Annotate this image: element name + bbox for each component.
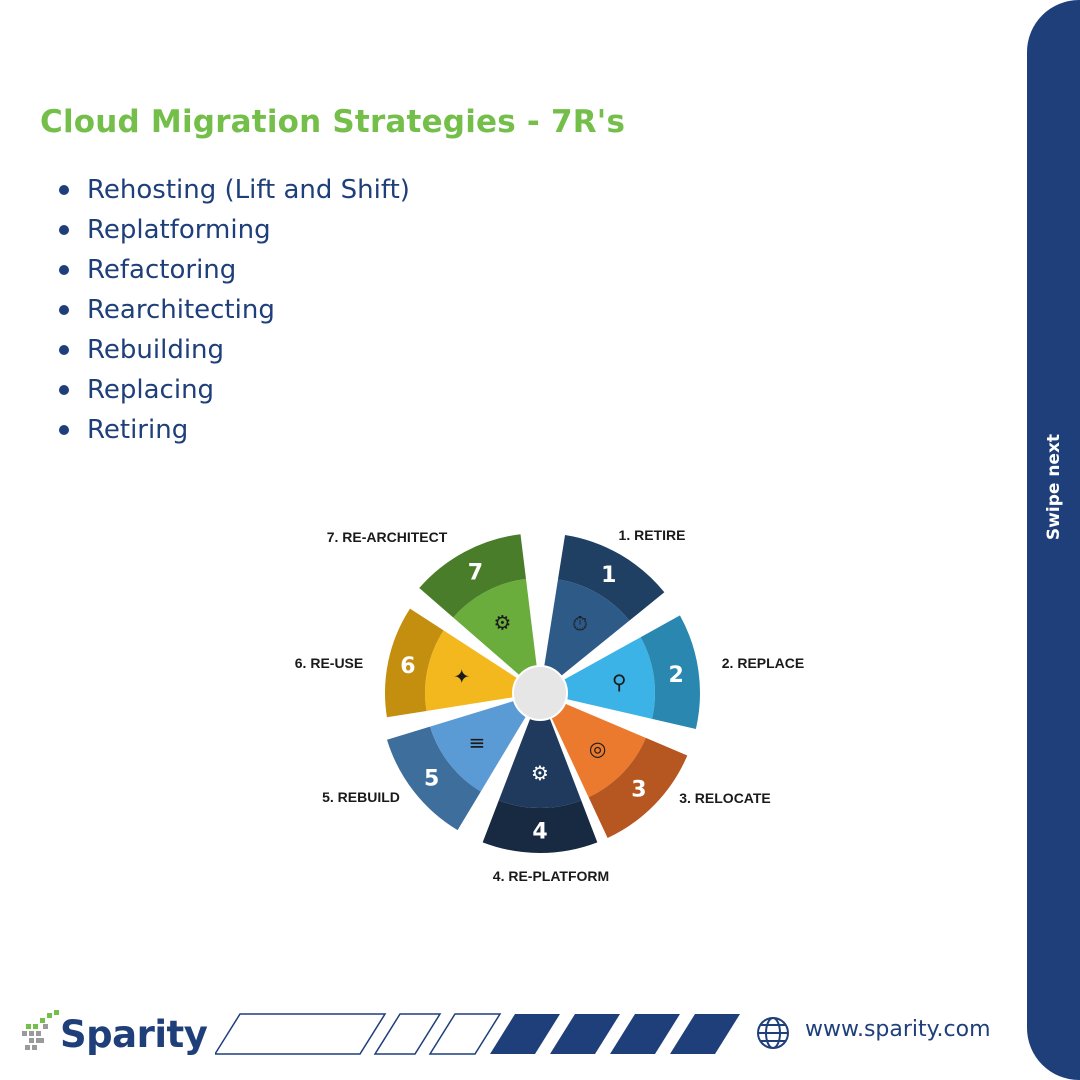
segment-outer xyxy=(557,534,665,621)
wheel-segment-2: 2⚲ xyxy=(540,615,700,729)
globe-icon xyxy=(757,1017,789,1049)
list-item: Replacing xyxy=(56,370,410,410)
wheel-segment-7: 7⚙ xyxy=(419,534,540,693)
segment-label: 7. RE-ARCHITECT xyxy=(327,529,448,545)
wheel-segment-3: 3◎ xyxy=(540,693,688,839)
stopwatch-icon: ⏱ xyxy=(572,612,588,636)
gears-icon: ⚙ xyxy=(493,610,511,634)
segment-number: 1 xyxy=(601,563,616,588)
segment-inner xyxy=(540,637,655,719)
segment-inner xyxy=(540,693,646,798)
segment-inner xyxy=(540,579,630,693)
sparity-logo-icon xyxy=(22,1010,59,1050)
segment-outer xyxy=(588,737,688,839)
bullet-icon xyxy=(59,425,69,435)
segment-outer xyxy=(385,608,444,718)
segment-number: 7 xyxy=(468,561,483,586)
bullet-icon xyxy=(59,305,69,315)
lightbulb-icon: ✦ xyxy=(453,664,470,688)
segment-label: 2. REPLACE xyxy=(722,655,804,671)
segment-outer xyxy=(419,534,526,618)
bullet-icon xyxy=(59,265,69,275)
wheel-segment-6: 6✦ xyxy=(385,608,540,718)
bullet-icon xyxy=(59,345,69,355)
brand-name[interactable]: Sparity xyxy=(60,1013,208,1056)
list-item: Rebuilding xyxy=(56,330,410,370)
segment-number: 3 xyxy=(631,778,646,803)
wheel-segment-5: 5≡ xyxy=(386,693,540,831)
segment-number: 4 xyxy=(532,820,547,845)
list-item: Replatforming xyxy=(56,210,410,250)
segment-inner xyxy=(453,578,540,693)
segment-label: 1. RETIRE xyxy=(619,527,686,543)
bullet-icon xyxy=(59,385,69,395)
magnifier-icon: ⚲ xyxy=(612,670,627,694)
list-item: Rearchitecting xyxy=(56,290,410,330)
decorative-stripes xyxy=(215,1013,740,1055)
segment-inner xyxy=(425,630,540,711)
list-item: Retiring xyxy=(56,410,410,450)
segment-outer xyxy=(482,800,598,854)
segment-label: 3. RELOCATE xyxy=(679,790,771,806)
list-item: Refactoring xyxy=(56,250,410,290)
bullet-icon xyxy=(59,225,69,235)
website-link[interactable]: www.sparity.com xyxy=(805,1017,991,1042)
strategy-list: Rehosting (Lift and Shift) Replatforming… xyxy=(56,170,410,450)
swipe-next-label[interactable]: Swipe next xyxy=(1044,433,1064,541)
wheel-segment-4: 4⚙ xyxy=(482,693,598,854)
segment-number: 6 xyxy=(400,654,415,679)
segment-label: 4. RE-PLATFORM xyxy=(493,868,609,884)
segment-inner xyxy=(430,693,540,792)
page-title: Cloud Migration Strategies - 7R's xyxy=(40,104,626,140)
target-icon: ◎ xyxy=(589,737,606,761)
segment-label: 6. RE-USE xyxy=(295,655,363,671)
database-icon: ≡ xyxy=(469,730,486,754)
wheel-segment-1: 1⏱ xyxy=(540,534,665,693)
head-gears-icon: ⚙ xyxy=(531,761,549,785)
segment-number: 5 xyxy=(424,767,439,792)
segment-number: 2 xyxy=(669,663,684,688)
segment-label: 5. REBUILD xyxy=(322,789,400,805)
bullet-icon xyxy=(59,185,69,195)
list-item: Rehosting (Lift and Shift) xyxy=(56,170,410,210)
segment-inner xyxy=(498,693,582,808)
segment-outer xyxy=(640,615,700,729)
side-panel xyxy=(1027,0,1080,1080)
segment-outer xyxy=(386,726,481,831)
wheel-hub xyxy=(512,665,568,721)
